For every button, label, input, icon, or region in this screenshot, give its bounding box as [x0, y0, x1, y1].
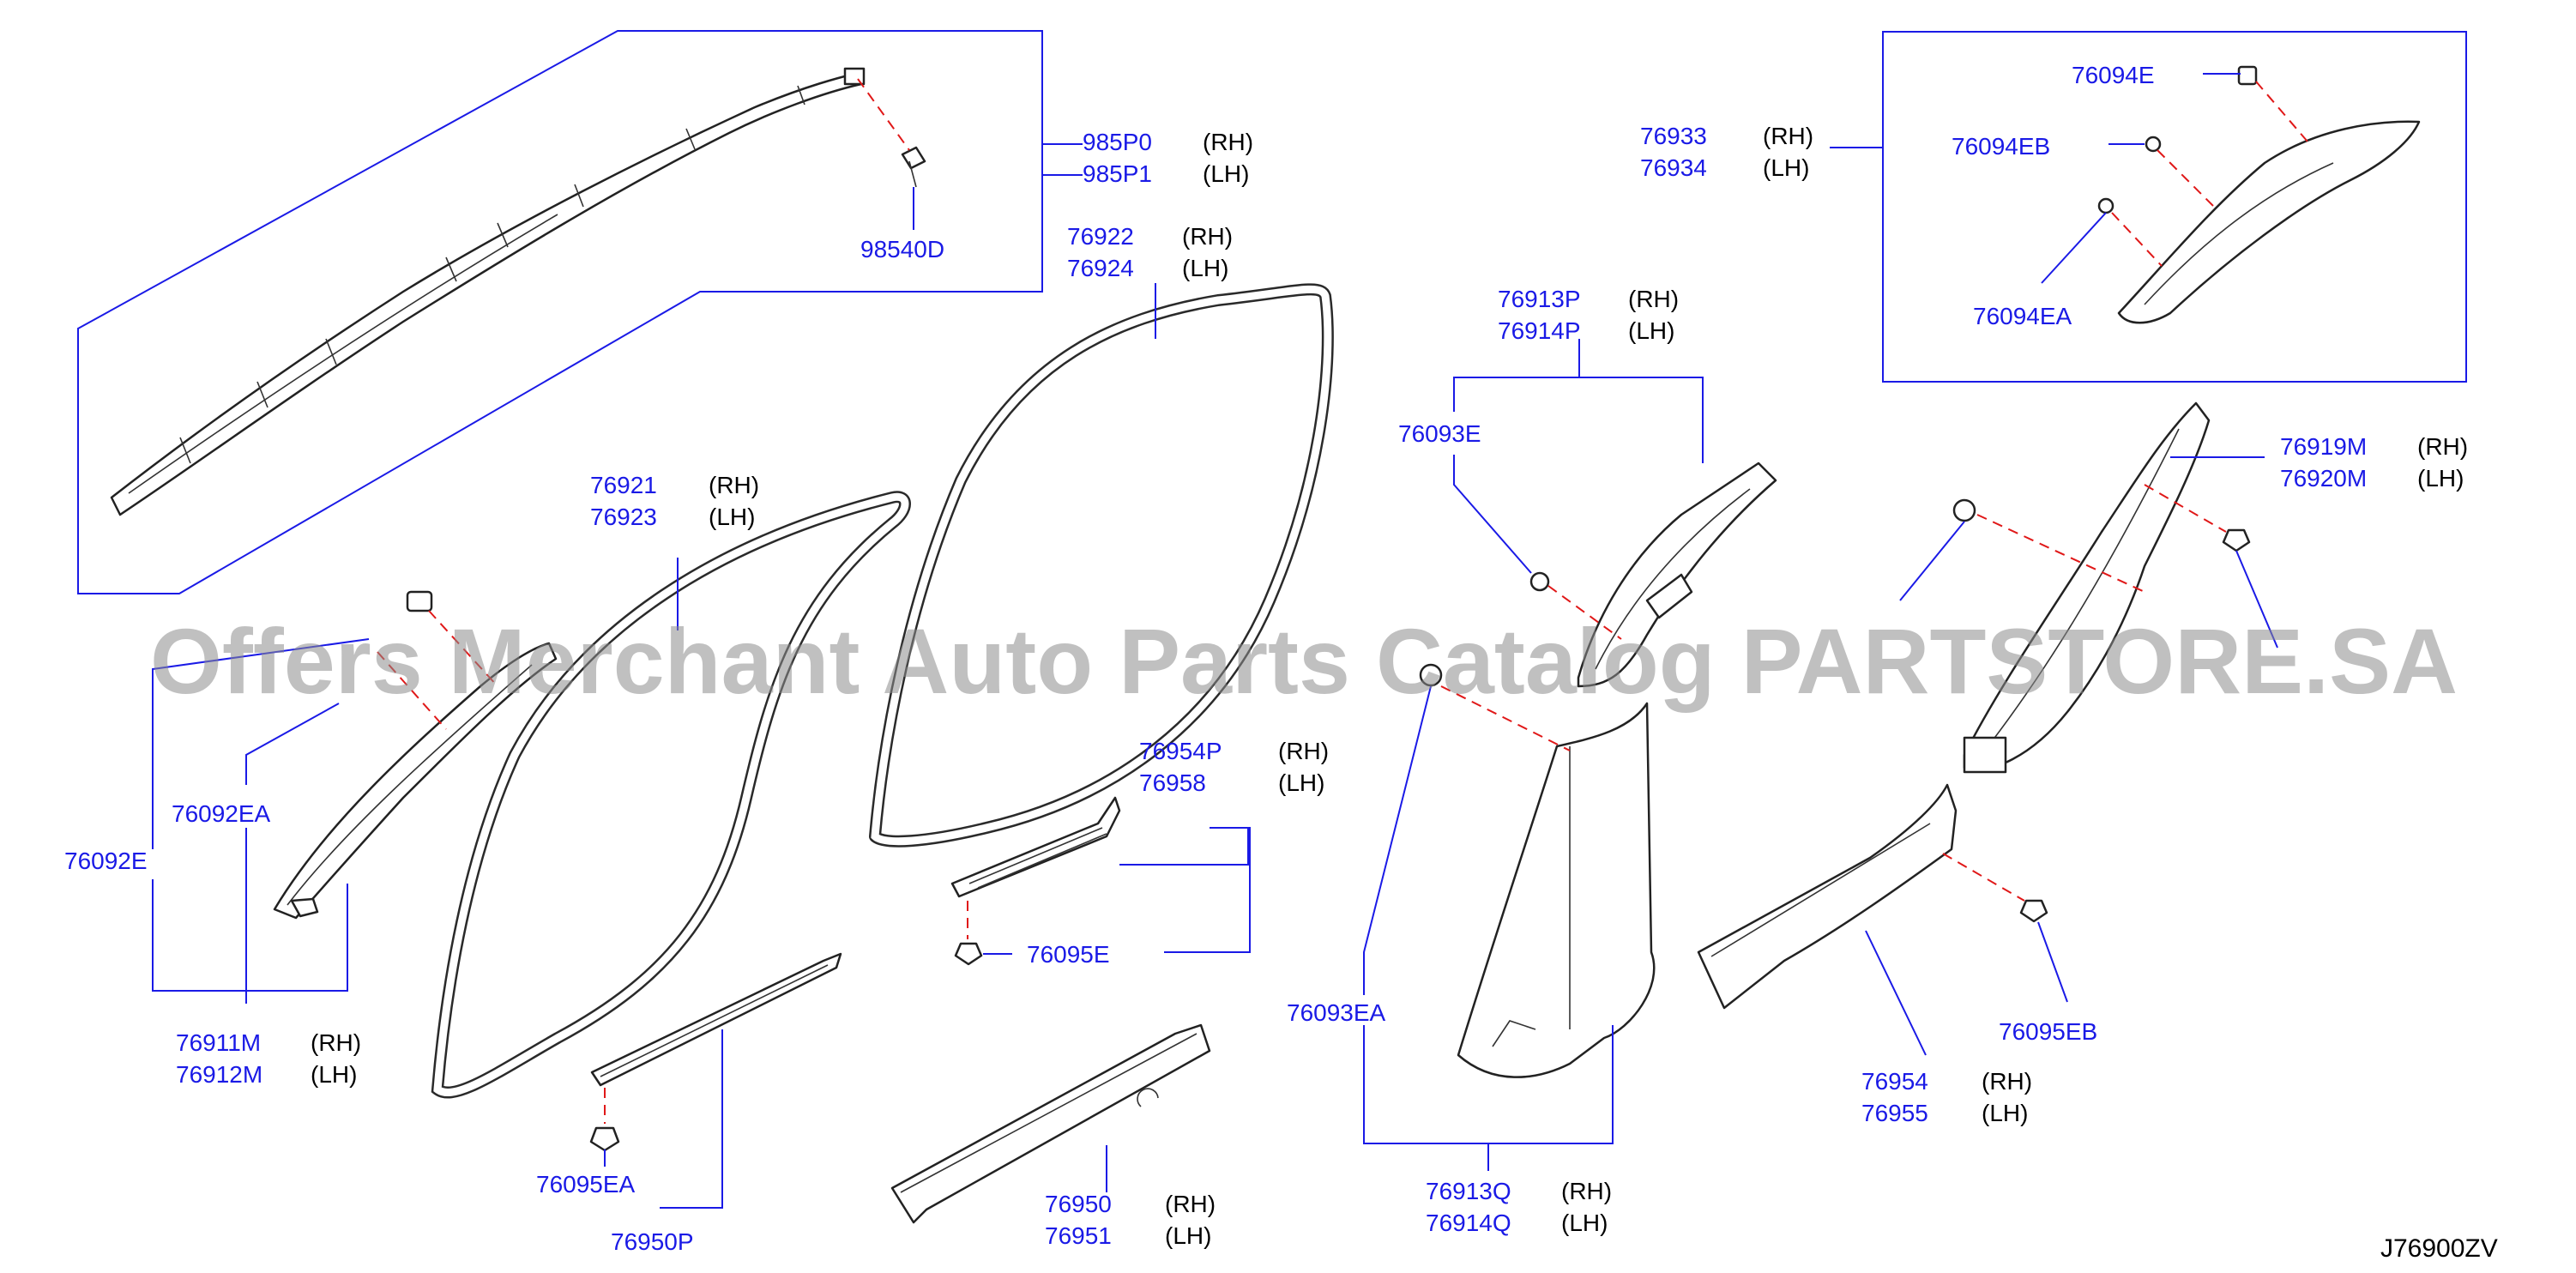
side-76955: (LH): [1982, 1100, 2028, 1126]
clip-76094EA-right-illustration: [2222, 528, 2251, 552]
callout-76095E[interactable]: 76095E: [1027, 941, 1110, 968]
clip-76095EA-illustration: [589, 1126, 620, 1152]
callout-76920M[interactable]: 76920M: [2280, 465, 2367, 492]
clip-76095E-illustration: [954, 942, 983, 966]
callout-76922[interactable]: 76922: [1067, 223, 1134, 250]
side-76958: (LH): [1278, 769, 1324, 796]
side-76914Q: (LH): [1561, 1210, 1608, 1236]
callout-76093EA[interactable]: 76093EA: [1287, 999, 1386, 1026]
side-76920M: (LH): [2417, 465, 2464, 492]
center-pillar-lower-garnish-illustration: [1457, 702, 1656, 1078]
callout-76950P[interactable]: 76950P: [611, 1228, 694, 1255]
callout-985P0[interactable]: 985P0: [1083, 129, 1152, 155]
callout-985P1[interactable]: 985P1: [1083, 160, 1152, 187]
callout-labels: 985P0 (RH) 985P1 (LH) 98540D 76922 (RH) …: [64, 62, 2498, 1263]
side-985P0: (RH): [1203, 129, 1253, 155]
rear-pillar-lower-garnish-illustration: [1963, 401, 2211, 774]
callout-76914P[interactable]: 76914P: [1498, 317, 1581, 344]
callout-76094EA[interactable]: 76094EA: [1973, 303, 2072, 329]
callout-76913Q[interactable]: 76913Q: [1426, 1178, 1511, 1204]
pillar-clip-76092E-illustration: [406, 590, 433, 612]
callout-76912M[interactable]: 76912M: [176, 1061, 262, 1088]
clip-76095E-grommet-illustration: [1952, 498, 1976, 522]
callout-76954P[interactable]: 76954P: [1139, 738, 1222, 764]
side-76913P: (RH): [1628, 286, 1679, 312]
callout-76092EA[interactable]: 76092EA: [172, 800, 271, 827]
watermark: Offers Merchant Auto Parts Catalog PARTS…: [150, 609, 2458, 713]
rear-door-weatherstrip-illustration: [869, 283, 1334, 848]
side-76950: (RH): [1165, 1191, 1216, 1217]
callout-76094EB[interactable]: 76094EB: [1952, 133, 2050, 160]
callout-76934[interactable]: 76934: [1640, 154, 1707, 181]
side-76934: (LH): [1763, 154, 1809, 181]
side-76921: (RH): [709, 472, 759, 498]
center-pillar-upper-garnish-illustration: [1577, 462, 1777, 688]
callout-76924[interactable]: 76924: [1067, 255, 1134, 281]
callout-76913P[interactable]: 76913P: [1498, 286, 1581, 312]
side-76913Q: (RH): [1561, 1178, 1612, 1204]
airbag-bolt-illustration: [901, 146, 926, 188]
callout-76095EA[interactable]: 76095EA: [536, 1171, 636, 1198]
side-76914P: (LH): [1628, 317, 1674, 344]
callout-76095EB[interactable]: 76095EB: [1999, 1018, 2097, 1045]
callout-76914Q[interactable]: 76914Q: [1426, 1210, 1511, 1236]
callout-76093E[interactable]: 76093E: [1398, 420, 1481, 447]
callout-76911M[interactable]: 76911M: [176, 1029, 261, 1056]
callout-76094E[interactable]: 76094E: [2072, 62, 2155, 88]
clip-76093EA-illustration: [1419, 663, 1443, 687]
side-76951: (LH): [1165, 1222, 1211, 1249]
side-76924: (LH): [1182, 255, 1228, 281]
side-76922: (RH): [1182, 223, 1233, 250]
callout-76092E[interactable]: 76092E: [64, 848, 148, 874]
side-76919M: (RH): [2417, 433, 2468, 460]
rear-kicking-plate-illustration: [950, 796, 1121, 898]
front-pillar-garnish-illustration: [273, 642, 558, 920]
clip-76093E-illustration: [1529, 571, 1550, 592]
side-76923: (LH): [709, 504, 755, 530]
callout-76919M[interactable]: 76919M: [2280, 433, 2367, 460]
callout-76954[interactable]: 76954: [1861, 1068, 1928, 1095]
front-door-weatherstrip-illustration: [431, 491, 911, 1099]
sill-step-plate-illustration: [890, 1023, 1211, 1224]
clip-76094EA-illustration: [2097, 197, 2114, 214]
clip-76094EB-illustration: [2145, 136, 2162, 153]
leader-lines: [77, 30, 2467, 1209]
callout-76955[interactable]: 76955: [1861, 1100, 1928, 1126]
callout-76951[interactable]: 76951: [1045, 1222, 1112, 1249]
callout-76923[interactable]: 76923: [590, 504, 657, 530]
clip-76094E-illustration: [2237, 65, 2258, 86]
drawing-number: J76900ZV: [2380, 1234, 2498, 1263]
side-76954P: (RH): [1278, 738, 1329, 764]
callout-76921[interactable]: 76921: [590, 472, 657, 498]
side-76911M: (RH): [311, 1029, 361, 1056]
rear-pillar-finisher-illustration: [2117, 120, 2421, 324]
side-76954: (RH): [1982, 1068, 2032, 1095]
callout-76950[interactable]: 76950: [1045, 1191, 1112, 1217]
callout-76958[interactable]: 76958: [1139, 769, 1206, 796]
curtain-airbag-illustration: [110, 67, 866, 516]
rear-kicking-plate-lower-illustration: [1697, 783, 1958, 1010]
front-kicking-plate-illustration: [590, 952, 842, 1087]
clip-76095EB-illustration: [2019, 899, 2048, 923]
side-76933: (RH): [1763, 123, 1813, 149]
side-76912M: (LH): [311, 1061, 357, 1088]
callout-76933[interactable]: 76933: [1640, 123, 1707, 149]
callout-98540D[interactable]: 98540D: [860, 236, 944, 262]
side-985P1: (LH): [1203, 160, 1249, 187]
